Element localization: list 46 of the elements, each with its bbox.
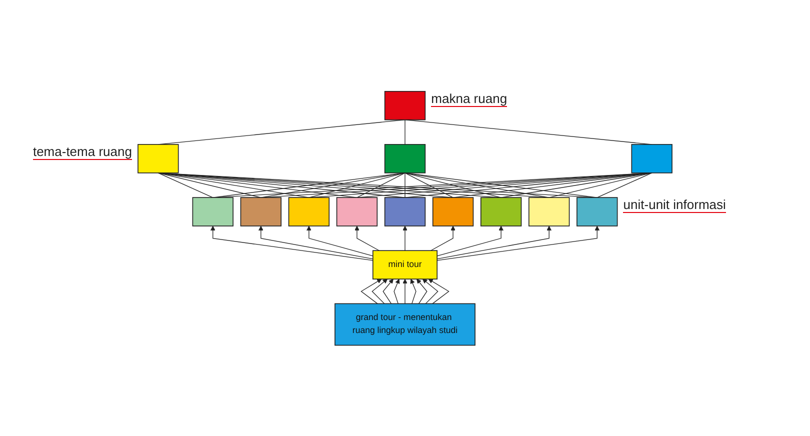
arrow [416,278,428,304]
connector [356,172,406,198]
arrow [422,278,438,304]
connector [404,172,652,198]
arrow [258,225,374,259]
arrow [360,278,382,304]
node-box [480,196,522,226]
connector [404,172,406,198]
node-box [432,196,474,226]
node-box [240,196,282,226]
arrow [428,278,450,304]
node-box [288,196,330,226]
annotation-label: unit-unit informasi [623,197,726,214]
node-box [528,196,570,226]
connector [158,172,214,198]
node-box: mini tour [372,250,438,280]
arrow [382,278,394,304]
connector [404,172,454,198]
connector [308,172,406,198]
connector [404,119,406,144]
connector [158,172,406,198]
connector [596,172,652,198]
arrow [410,278,416,304]
arrow [402,225,408,251]
arrow [436,225,504,256]
annotation-label: tema-tema ruang [32,144,132,160]
arrow [436,225,552,259]
arrow [210,225,374,260]
node-box [384,90,426,120]
arrow [394,278,400,304]
node-box [192,196,234,226]
arrow [306,225,374,256]
arrow [430,225,456,251]
arrow [354,225,380,251]
arrow [402,278,408,304]
node-box [336,196,378,226]
node-box [138,144,179,173]
arrow [372,278,388,304]
node-box: grand tour - menentukan ruang lingkup wilayah studi [334,302,476,346]
node-box [384,196,426,226]
node-box [631,144,672,173]
node-box [384,144,426,173]
annotation-label: makna ruang [431,91,508,108]
arrow [436,225,600,260]
connector [404,172,502,198]
node-box [576,196,618,226]
